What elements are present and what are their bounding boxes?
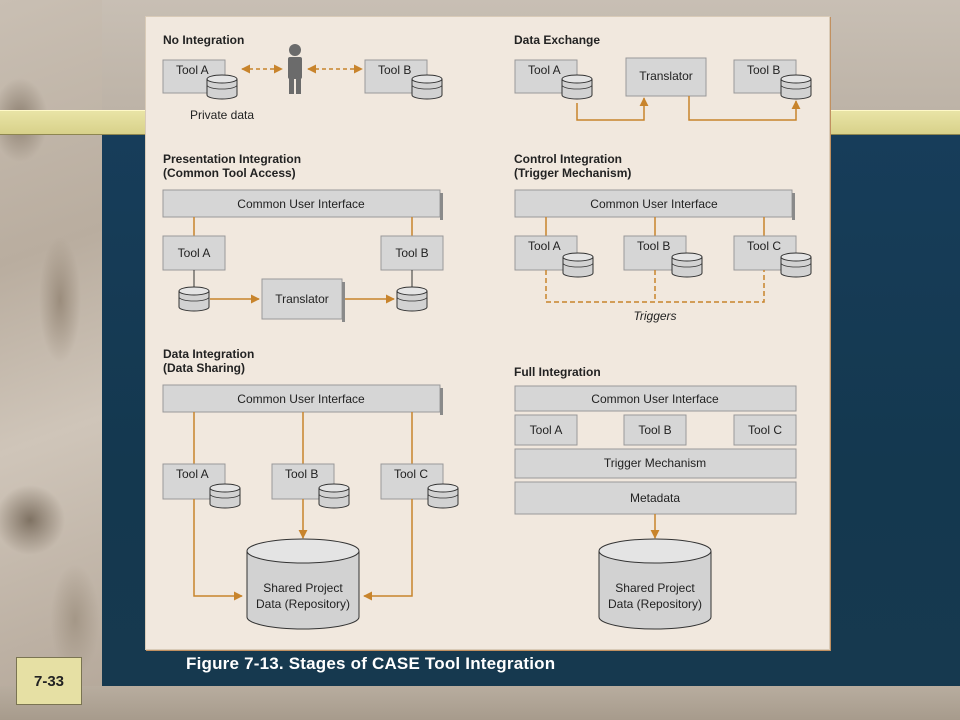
panel-presentation-integration: Presentation Integration (Common Tool Ac… bbox=[162, 152, 444, 322]
dx-tool-a-label: Tool A bbox=[528, 63, 561, 77]
di-tool-a-db-icon bbox=[209, 483, 241, 509]
di-repository-db-icon bbox=[246, 538, 360, 630]
panel-full-integration: Full Integration Common User Interface T… bbox=[514, 365, 797, 630]
ctrl-tool-b-label: Tool B bbox=[637, 239, 670, 253]
di-cui-box bbox=[162, 384, 441, 413]
ctrl-trigger-dashed-bus bbox=[545, 270, 765, 303]
ctrl-tool-c-label: Tool C bbox=[747, 239, 781, 253]
pres-tool-a-box bbox=[162, 235, 226, 271]
fi-cui-label: Common User Interface bbox=[591, 392, 719, 406]
full-integration-title: Full Integration bbox=[514, 365, 601, 379]
ctrl-tool-a-db-icon bbox=[562, 252, 594, 278]
fi-repository-db-icon bbox=[598, 538, 712, 630]
fi-repo-label-line1: Shared Project bbox=[615, 581, 695, 595]
no-integration-title: No Integration bbox=[163, 33, 244, 47]
fi-tool-b-box bbox=[623, 414, 687, 446]
fi-trigger-box bbox=[514, 448, 797, 479]
data-integration-title-line1: Data Integration bbox=[163, 347, 254, 361]
ctrl-cui-box bbox=[514, 189, 793, 218]
di-tool-c-label: Tool C bbox=[394, 467, 428, 481]
marble-left-background bbox=[0, 0, 102, 720]
presentation-title-line2: (Common Tool Access) bbox=[163, 166, 296, 180]
dx-tool-a-db-icon bbox=[561, 74, 593, 100]
pres-db-b-icon bbox=[396, 286, 428, 312]
ctrl-triggers-label: Triggers bbox=[633, 309, 676, 323]
pres-cui-label: Common User Interface bbox=[237, 197, 365, 211]
pres-translator-shadow bbox=[342, 282, 345, 322]
panel-no-integration: No Integration Tool A Tool B Private dat… bbox=[162, 33, 443, 122]
presentation-title-line1: Presentation Integration bbox=[163, 152, 301, 166]
no-int-tool-a-db-icon bbox=[206, 74, 238, 100]
data-integration-title-line2: (Data Sharing) bbox=[163, 361, 245, 375]
ctrl-tool-a-label: Tool A bbox=[528, 239, 561, 253]
fi-tool-c-label: Tool C bbox=[748, 423, 782, 437]
dx-tool-b-label: Tool B bbox=[747, 63, 780, 77]
fi-tool-b-label: Tool B bbox=[638, 423, 671, 437]
figure-caption: Figure 7-13. Stages of CASE Tool Integra… bbox=[186, 654, 556, 673]
pres-translator-label: Translator bbox=[275, 292, 329, 306]
no-int-tool-b-db-icon bbox=[411, 74, 443, 100]
fi-tool-a-label: Tool A bbox=[530, 423, 563, 437]
control-title-line2: (Trigger Mechanism) bbox=[514, 166, 631, 180]
figure-panel: No Integration Tool A Tool B Private dat… bbox=[145, 16, 830, 650]
ctrl-tool-c-box bbox=[733, 235, 797, 271]
pres-db-a-icon bbox=[178, 286, 210, 312]
user-icon bbox=[288, 44, 302, 94]
pres-cui-shadow bbox=[440, 193, 443, 220]
integration-diagram: No Integration Tool A Tool B Private dat… bbox=[162, 33, 812, 630]
ctrl-cui-label: Common User Interface bbox=[590, 197, 718, 211]
di-tool-b-db-icon bbox=[318, 483, 350, 509]
di-arrow-a-to-repo bbox=[193, 499, 243, 601]
di-tool-c-db-icon bbox=[427, 483, 459, 509]
di-tool-b-label: Tool B bbox=[285, 467, 318, 481]
pres-tool-b-label: Tool B bbox=[395, 246, 428, 260]
no-int-tool-a-label: Tool A bbox=[176, 63, 209, 77]
data-exchange-title: Data Exchange bbox=[514, 33, 600, 47]
private-data-label: Private data bbox=[190, 108, 254, 122]
ctrl-tool-b-db-icon bbox=[671, 252, 703, 278]
di-cui-shadow bbox=[440, 388, 443, 415]
ctrl-tool-c-db-icon bbox=[780, 252, 812, 278]
di-arrow-c-to-repo bbox=[363, 499, 413, 601]
ctrl-cui-shadow bbox=[792, 193, 795, 220]
di-tool-a-label: Tool A bbox=[176, 467, 209, 481]
dx-translator-box bbox=[625, 57, 707, 97]
control-title-line1: Control Integration bbox=[514, 152, 622, 166]
di-repo-label-line2: Data (Repository) bbox=[256, 597, 350, 611]
slide-number: 7-33 bbox=[16, 657, 82, 705]
panel-control-integration: Control Integration (Trigger Mechanism) … bbox=[514, 152, 812, 323]
no-int-tool-b-label: Tool B bbox=[378, 63, 411, 77]
fi-cui-box bbox=[514, 385, 797, 412]
pres-tool-a-label: Tool A bbox=[178, 246, 211, 260]
fi-metadata-label: Metadata bbox=[630, 491, 680, 505]
di-cui-label: Common User Interface bbox=[237, 392, 365, 406]
di-repo-label-line1: Shared Project bbox=[263, 581, 343, 595]
panel-data-integration: Data Integration (Data Sharing) Common U… bbox=[162, 347, 459, 630]
fi-trigger-label: Trigger Mechanism bbox=[604, 456, 706, 470]
pres-translator-box bbox=[261, 278, 343, 320]
pres-cui-box bbox=[162, 189, 441, 218]
fi-metadata-box bbox=[514, 481, 797, 515]
dx-translator-label: Translator bbox=[639, 69, 693, 83]
dx-arrow-a-to-translator bbox=[576, 97, 649, 121]
fi-tool-c-box bbox=[733, 414, 797, 446]
bottom-strip bbox=[0, 686, 960, 720]
dx-arrow-translator-to-b bbox=[688, 96, 801, 121]
panel-data-exchange: Data Exchange Tool A Translator Tool B bbox=[514, 33, 812, 121]
fi-tool-a-box bbox=[514, 414, 578, 446]
fi-repo-label-line2: Data (Repository) bbox=[608, 597, 702, 611]
dx-tool-b-db-icon bbox=[780, 74, 812, 100]
